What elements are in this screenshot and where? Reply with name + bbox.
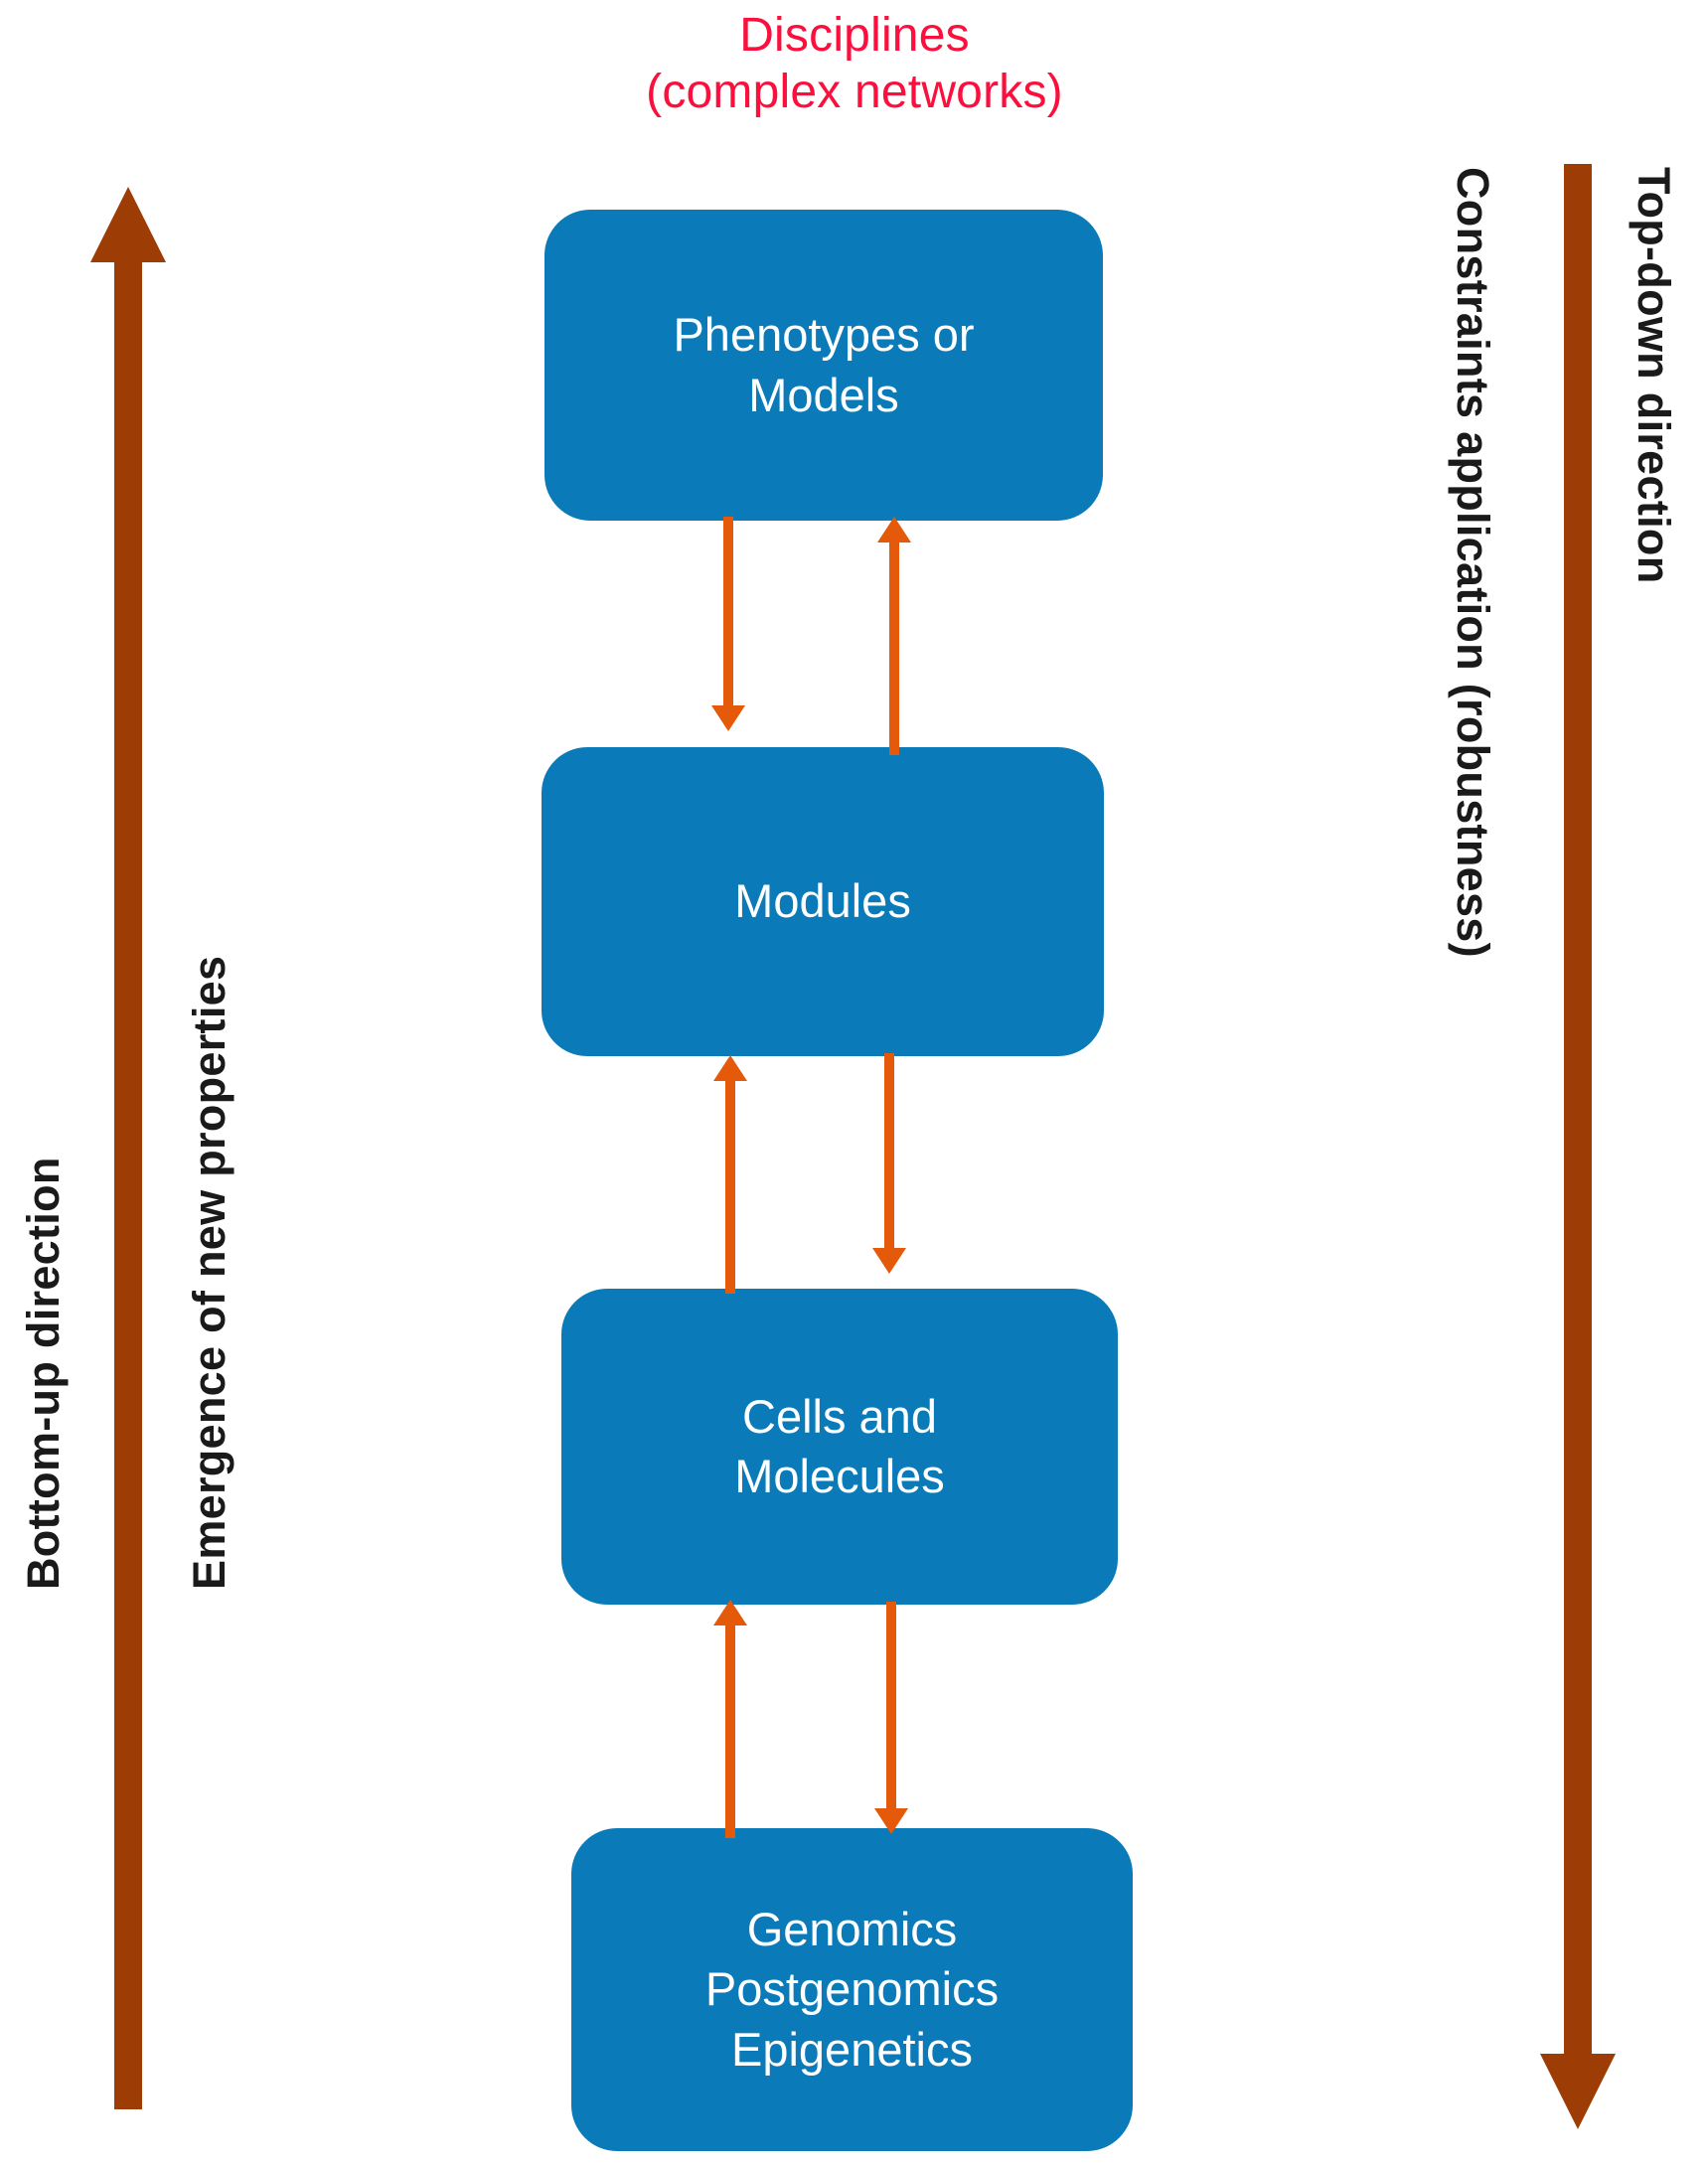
- node-genomics-line-1: Genomics: [746, 1903, 958, 1956]
- title-line-2: (complex networks): [646, 65, 1063, 118]
- arrow-cells-to-genomics-shaft: [886, 1602, 896, 1808]
- diagram-title: Disciplines (complex networks): [477, 8, 1232, 120]
- arrow-genomics-to-cells-shaft: [725, 1625, 735, 1838]
- node-phenotypes-line-1: Phenotypes or: [673, 308, 975, 362]
- label-emergence-of-new-properties: Emergence of new properties: [184, 955, 234, 1590]
- node-genomics-postgenomics-epigenetics[interactable]: Genomics Postgenomics Epigenetics: [571, 1828, 1133, 2151]
- bottom-up-arrow-shaft: [114, 260, 142, 2109]
- bottom-up-arrow-head: [90, 187, 166, 262]
- arrow-genomics-to-cells-head: [713, 1600, 747, 1625]
- label-bottom-up-direction: Bottom-up direction: [18, 1157, 69, 1590]
- arrow-modules-to-phenotypes-shaft: [889, 542, 899, 755]
- arrow-modules-to-cells-head: [872, 1248, 906, 1274]
- node-phenotypes-or-models[interactable]: Phenotypes or Models: [544, 210, 1103, 521]
- arrow-cells-to-modules-head: [713, 1055, 747, 1081]
- node-modules[interactable]: Modules: [542, 747, 1104, 1056]
- node-genomics-line-3: Epigenetics: [730, 2022, 973, 2076]
- node-cells-line-1: Cells and: [742, 1389, 937, 1443]
- arrow-cells-to-modules-shaft: [725, 1081, 735, 1294]
- title-line-1: Disciplines: [739, 9, 970, 62]
- node-modules-line-1: Modules: [734, 874, 911, 928]
- node-phenotypes-line-2: Models: [748, 368, 899, 421]
- label-top-down-direction: Top-down direction: [1629, 167, 1679, 584]
- top-down-arrow-shaft: [1564, 164, 1592, 2054]
- node-cells-line-2: Molecules: [734, 1450, 945, 1502]
- arrow-phenotypes-to-modules-shaft: [723, 517, 733, 705]
- node-cells-and-molecules[interactable]: Cells and Molecules: [561, 1289, 1118, 1605]
- top-down-arrow-head: [1540, 2054, 1616, 2129]
- arrow-phenotypes-to-modules-head: [711, 705, 745, 731]
- arrow-modules-to-phenotypes-head: [877, 517, 911, 542]
- label-constraints-application: Constraints application (robustness): [1448, 167, 1498, 958]
- arrow-cells-to-genomics-head: [874, 1808, 908, 1834]
- node-genomics-line-2: Postgenomics: [704, 1962, 1000, 2016]
- arrow-modules-to-cells-shaft: [884, 1053, 894, 1248]
